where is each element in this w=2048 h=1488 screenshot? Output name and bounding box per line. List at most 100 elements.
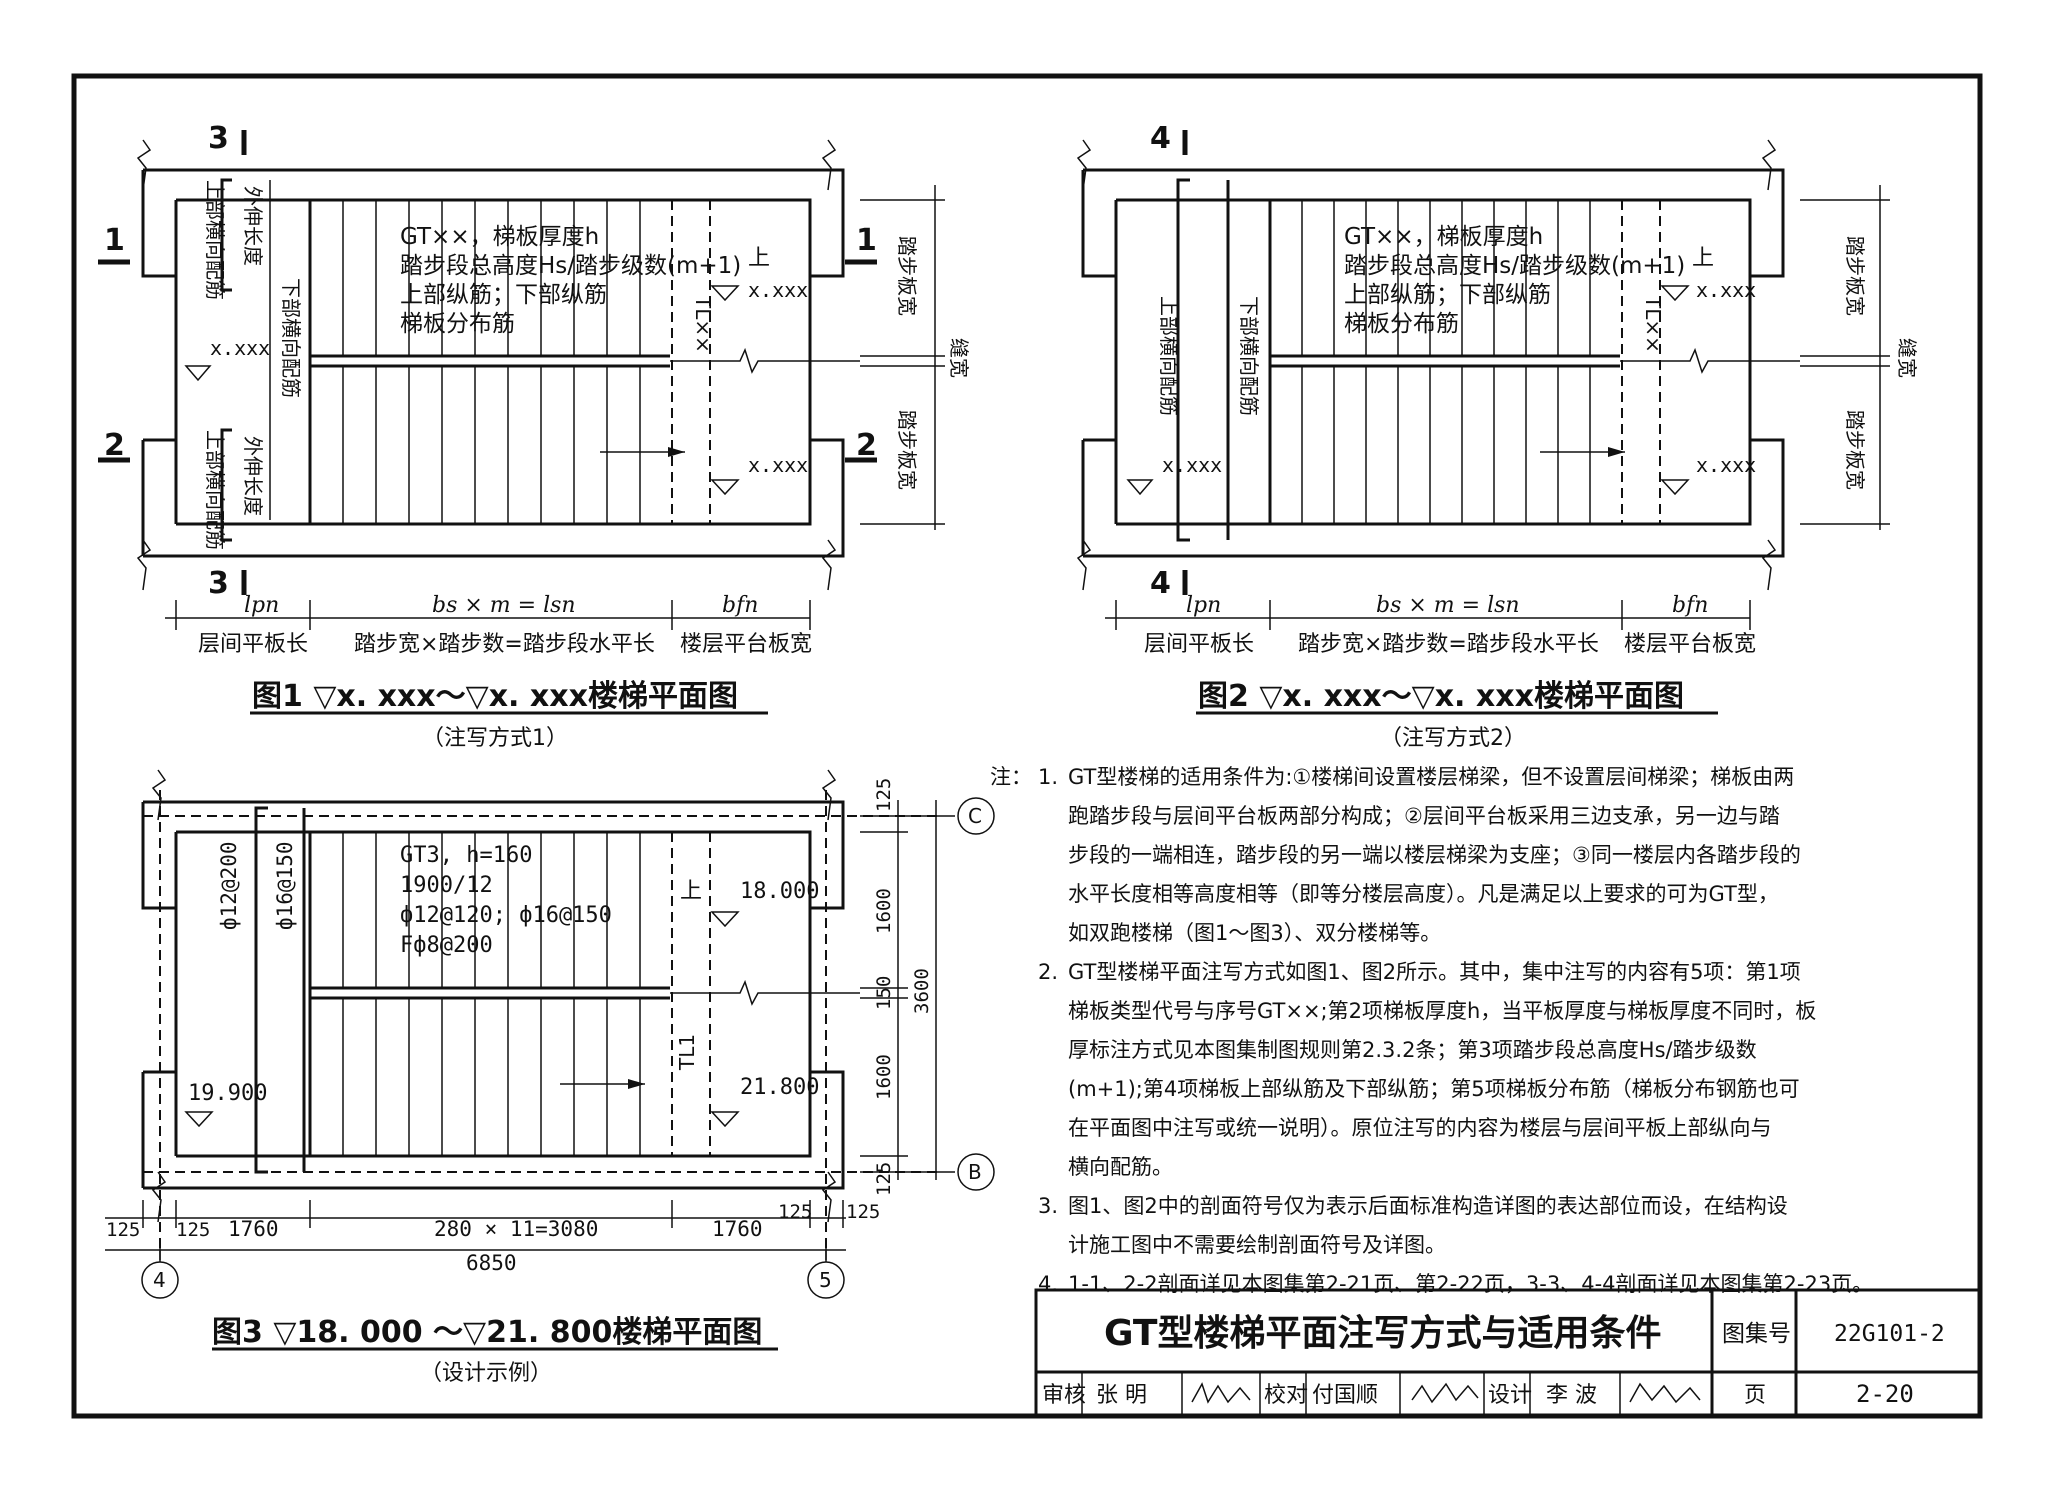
fig2-elev-left: x.xxx [1162,453,1222,477]
note-line: 在平面图中注写或统一说明）。原位注写的内容为楼层与层间平板上部纵向与 [1068,1116,1772,1140]
review-label: 审核 [1042,1383,1086,1408]
note-line: 1-1、2-2剖面详见本图集第2-21页、第2-22页，3-3、4-4剖面详见本… [1068,1272,1874,1296]
page-number: 2-20 [1856,1380,1914,1408]
fig2-lower-trans-label: 下部横向配筋 [1237,296,1261,416]
fig1-subtitle: （注写方式1） [422,726,568,751]
fig3-up-label: 上 [680,879,702,904]
fig3-annotation-line-4: Fф8@200 [400,933,493,958]
reviewer-name: 张 明 [1096,1383,1147,1408]
note-line: 计施工图中不需要绘制剖面符号及详图。 [1068,1233,1446,1257]
fig2-dim-bfn: bfn [1672,593,1708,618]
note-line: 如双跑楼梯（图1～图3）、双分楼梯等。 [1068,921,1442,945]
fig3-elev-left: 19.900 [188,1081,267,1106]
fig2-tread-width-bottom: 踏步板宽 [1843,410,1867,490]
fig2-annotation-line-1: GT××，梯板厚度h [1344,224,1543,250]
fig3-vdim-1600-bottom: 1600 [873,1054,895,1100]
figure-2-plan [1076,130,1890,715]
note-line: GT型楼梯平面注写方式如图1、图2所示。其中，集中注写的内容有5项：第1项 [1068,960,1801,984]
fig3-axis-5: 5 [819,1268,832,1292]
fig1-extend-len-label-bottom: 外伸长度 [241,436,265,516]
fig1-gap-width: 缝宽 [947,338,971,378]
fig2-section-mark-4-bottom: 4 [1150,566,1171,601]
fig1-elev-top: x.xxx [748,278,808,302]
fig1-annotation-line-4: 梯板分布筋 [400,311,515,337]
fig2-title: 图2 ▽x. xxx～▽x. xxx楼梯平面图 [1198,679,1684,714]
fig1-section-mark-1-right: 1 [856,223,877,258]
fig1-tread-width-top: 踏步板宽 [895,236,919,316]
fig3-beam-label: TL1 [675,1034,699,1071]
fig1-dim-name-2: 踏步宽×踏步数=踏步段水平长 [354,632,655,657]
designer-name: 李 波 [1546,1383,1597,1408]
note-item-2: 2. GT型楼梯平面注写方式如图1、图2所示。其中，集中注写的内容有5项：第1项… [990,953,1950,1187]
fig1-section-mark-2-right: 2 [856,428,877,463]
fig3-vdim-125-top: 125 [873,778,895,812]
atlas-number-label: 图集号 [1722,1321,1791,1347]
fig3-annotation-line-3: ф12@120; ф16@150 [400,903,612,928]
notes-lead: 注： [990,765,1032,789]
fig3-subtitle: （设计示例） [420,1361,552,1386]
fig2-dim-name-1: 层间平板长 [1144,632,1254,657]
fig3-hdim-125-2: 125 [176,1219,210,1241]
fig2-dim-name-2: 踏步宽×踏步数=踏步段水平长 [1298,632,1599,657]
note-line: (m+1);第4项梯板上部纵筋及下部纵筋；第5项梯板分布筋（梯板分布钢筋也可 [1068,1077,1800,1101]
fig3-rebar-right: ф16@150 [273,841,297,930]
fig1-beam-label: TL×× [691,295,715,353]
fig1-annotation-line-3: 上部纵筋；下部纵筋 [400,282,607,308]
fig1-upper-trans-label-top: 上部横向配筋 [203,180,227,300]
fig1-dim-lsn: bs × m = lsn [432,593,576,618]
notes-block: 注： 1. GT型楼梯的适用条件为:①楼梯间设置楼层梯梁，但不设置层间梯梁；梯板… [990,758,1950,1304]
fig3-hdim-125-3: 125 [778,1201,812,1223]
fig2-dim-name-3: 楼层平台板宽 [1624,632,1756,657]
fig1-upper-trans-label-bottom: 上部横向配筋 [203,430,227,550]
fig1-dim-lpn: lpn [244,593,279,618]
fig3-vdim-1600-top: 1600 [873,888,895,934]
fig3-rebar-left: ф12@200 [217,841,241,930]
note-line: GT型楼梯的适用条件为:①楼梯间设置楼层梯梁，但不设置层间梯梁；梯板由两 [1068,765,1795,789]
fig2-tread-width-top: 踏步板宽 [1843,236,1867,316]
fig3-axis-b: B [968,1160,982,1184]
note-item-1: 注： 1. GT型楼梯的适用条件为:①楼梯间设置楼层梯梁，但不设置层间梯梁；梯板… [990,758,1950,953]
note-line: 跑踏步段与层间平台板两部分构成；②层间平台板采用三边支承，另一边与踏 [1068,804,1780,828]
figure-3-plan [105,769,995,1351]
fig2-section-mark-4-top: 4 [1150,121,1171,156]
fig3-hdim-125-4: 125 [846,1201,880,1223]
fig3-annotation-line-2: 1900/12 [400,873,493,898]
figure-1-plan [98,130,945,715]
design-label: 设计 [1488,1383,1532,1408]
sheet-border [71,73,1983,1419]
fig2-gap-width: 缝宽 [1895,338,1919,378]
note-line: 厚标注方式见本图集制图规则第2.3.2条；第3项踏步段总高度Hs/踏步级数 [1068,1038,1757,1062]
note-number: 4. [1038,1272,1059,1296]
fig3-vdim-3600: 3600 [911,968,933,1014]
fig1-dim-bfn: bfn [722,593,758,618]
note-line: 步段的一端相连，踏步段的另一端以楼层梯梁为支座；③同一楼层内各踏步段的 [1068,843,1801,867]
fig1-lower-trans-label: 下部横向配筋 [279,278,303,398]
fig1-annotation-line-1: GT××，梯板厚度h [400,224,599,250]
fig3-vdim-150: 150 [873,976,895,1010]
note-item-3: 3. 图1、图2中的剖面符号仅为表示后面标准构造详图的表达部位而设，在结构设 计… [990,1187,1950,1265]
note-number: 2. [1038,960,1059,984]
fig2-upper-trans-label: 上部横向配筋 [1157,296,1181,416]
note-number: 1. [1038,765,1059,789]
fig2-dim-lpn: lpn [1186,593,1221,618]
fig3-annotation-line-1: GT3, h=160 [400,843,532,868]
drawing-title: GT型楼梯平面注写方式与适用条件 [1104,1313,1661,1354]
fig3-hdim-125-1: 125 [106,1219,140,1241]
fig2-annotation-line-3: 上部纵筋；下部纵筋 [1344,282,1551,308]
fig1-up-label: 上 [748,246,770,271]
fig1-dim-name-3: 楼层平台板宽 [680,632,812,657]
fig2-annotation-line-4: 梯板分布筋 [1344,311,1459,337]
fig2-subtitle: （注写方式2） [1380,726,1526,751]
checker-name: 付国顺 [1312,1383,1378,1408]
note-line: 梯板类型代号与序号GT××;第2项梯板厚度h，当平板厚度与梯板厚度不同时，板 [1068,999,1817,1023]
fig1-section-mark-2-left: 2 [104,428,125,463]
note-number: 3. [1038,1194,1059,1218]
fig1-elev-left: x.xxx [210,336,270,360]
fig3-elev-mid: 21.800 [740,1075,819,1100]
note-line: 水平长度相等高度相等（即等分楼层高度）。凡是满足以上要求的可为GT型， [1068,882,1779,906]
fig2-elev-bottom: x.xxx [1696,453,1756,477]
fig1-annotation-line-2: 踏步段总高度Hs/踏步级数(m+1) [400,253,741,279]
fig3-axis-c: C [968,804,982,828]
fig1-section-mark-3-bottom: 3 [208,566,229,601]
